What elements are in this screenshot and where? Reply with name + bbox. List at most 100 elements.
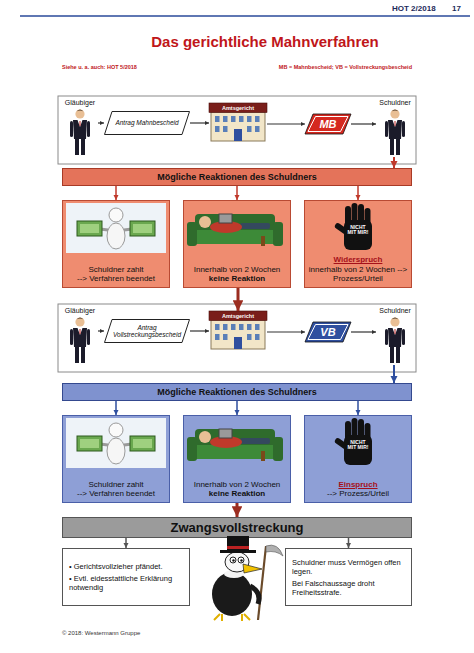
request-box: Antrag Vollstreckungsbescheid (104, 319, 190, 343)
flow-arrow (393, 157, 395, 168)
vulture-illustration (230, 557, 236, 563)
enforcement-box: • Gerichtsvollzieher pfändet.• Evtl. eid… (62, 548, 190, 606)
node-text: keine Reaktion (187, 274, 287, 283)
flow-arrow (351, 123, 376, 124)
reaction-box: Einspruch--> Prozess/Urteil (304, 415, 412, 503)
node-text: Mögliche Reaktionen des Schuldners (63, 388, 411, 397)
creditor-figure (70, 109, 90, 155)
building-roof (209, 311, 267, 321)
flow-arrow (190, 330, 209, 331)
flow-arrow (98, 330, 104, 331)
vulture-illustration (212, 536, 283, 621)
reference-note: Siehe u. a. auch: HOT 5/2018 (62, 64, 232, 70)
building-window (247, 324, 252, 330)
parallelogram-outline (105, 112, 190, 135)
flow-arrow (357, 401, 359, 415)
vulture-illustration (227, 536, 249, 551)
text-container: VB (305, 322, 351, 342)
building-window (239, 324, 244, 330)
money-illustration (66, 418, 166, 468)
flow-arrow (115, 401, 117, 415)
notice-box: VB (305, 322, 351, 342)
court-building: Amtsgericht (209, 311, 267, 349)
reaction-box: Innerhalb von 2 Wochenkeine Reaktion (183, 200, 291, 288)
flow-arrow (267, 331, 305, 332)
building-body (211, 112, 265, 141)
abbreviation-note: MB = Mahnbescheid; VB = Vollstreckungsbe… (242, 64, 412, 70)
flow-arrow (393, 365, 395, 383)
building-window (255, 126, 260, 132)
node-text: Schuldner (376, 99, 414, 107)
vulture-illustration (224, 570, 244, 578)
text-container: Gläubiger (62, 99, 98, 157)
node-text: Bei Falschaussage droht Freiheitsstrafe. (292, 579, 405, 597)
reaction-box: Innerhalb von 2 Wochenkeine Reaktion (183, 415, 291, 503)
building-window (223, 116, 228, 122)
flow-arrow (115, 186, 117, 200)
vulture-illustration (238, 557, 244, 563)
node-text: Mögliche Reaktionen des Schuldners (63, 173, 411, 182)
node-text: Innerhalb von 2 Wochen (187, 480, 287, 489)
debtor-box: Schuldner (376, 307, 414, 365)
creditor-box: Gläubiger (62, 99, 98, 157)
text-container: Antrag Vollstreckungsbescheid (104, 319, 190, 343)
diagram-title: Das gerichtliche Mahnverfahren (100, 33, 430, 50)
building-window (215, 324, 220, 330)
debtor-box: Schuldner (376, 99, 414, 157)
node-text: Amtsgericht (209, 105, 267, 111)
text-container: Schuldner zahlt--> Verfahren beendet (63, 416, 169, 502)
flow-arrow (267, 123, 305, 124)
building-door (234, 129, 242, 141)
vulture-illustration (212, 572, 252, 616)
reaction-band: Mögliche Reaktionen des Schuldners (62, 383, 412, 401)
node-text: Amtsgericht (209, 313, 267, 319)
text-container: Innerhalb von 2 Wochenkeine Reaktion (184, 416, 290, 502)
flow-arrow (357, 186, 359, 200)
vulture-illustration (266, 545, 283, 556)
court-building: Amtsgericht (209, 103, 267, 141)
node-text: --> Verfahren beendet (66, 274, 166, 283)
vulture-illustration (240, 559, 242, 561)
flow-arrow (351, 331, 376, 332)
node-text: MB (305, 119, 351, 130)
building-window (215, 116, 220, 122)
building-window (247, 334, 252, 340)
node-text: • Evtl. eidesstattliche Erklärung notwen… (69, 574, 183, 592)
hand-illustration (334, 203, 372, 250)
parallelogram-outline (305, 114, 351, 134)
building-window (223, 334, 228, 340)
node-text: Gläubiger (62, 307, 98, 315)
text-container: Schuldner zahlt--> Verfahren beendet (63, 201, 169, 287)
vulture-illustration (225, 552, 249, 572)
enforcement-band: Zwangsvollstreckung (62, 517, 412, 538)
hand-illustration (334, 418, 372, 465)
node-text: Schuldner muss Vermögen offen legen. (292, 558, 405, 576)
copyright-note: © 2018: Westermann Gruppe (62, 630, 282, 637)
vulture-illustration (258, 546, 266, 620)
flow-arrow (236, 503, 239, 517)
node-text: Antrag Mahnbescheid (110, 119, 184, 126)
flow-arrow (348, 538, 350, 548)
node-text: Schuldner (376, 307, 414, 315)
building-window (247, 126, 252, 132)
node-text: --> Prozess/Urteil (308, 489, 408, 498)
issue-label: HOT 2/2018 (392, 4, 452, 13)
building-window (255, 334, 260, 340)
node-text: VB (305, 327, 351, 338)
vulture-illustration (220, 550, 256, 553)
vulture-illustration (243, 564, 262, 573)
node-text: Schuldner zahlt (66, 480, 166, 489)
text-container: Einspruch--> Prozess/Urteil (305, 416, 411, 502)
node-text: keine Reaktion (187, 489, 287, 498)
section-frame (58, 96, 416, 164)
building-window (223, 324, 228, 330)
text-container: MB (305, 114, 351, 134)
node-text: Zwangsvollstreckung (63, 521, 411, 534)
text-container: Amtsgericht (209, 103, 267, 141)
node-text: --> Verfahren beendet (66, 489, 166, 498)
money-illustration (66, 203, 166, 253)
page-number: 17 (452, 4, 470, 13)
node-text: Innerhalb von 2 Wochen (187, 265, 287, 274)
notice-box: MB (305, 114, 351, 134)
